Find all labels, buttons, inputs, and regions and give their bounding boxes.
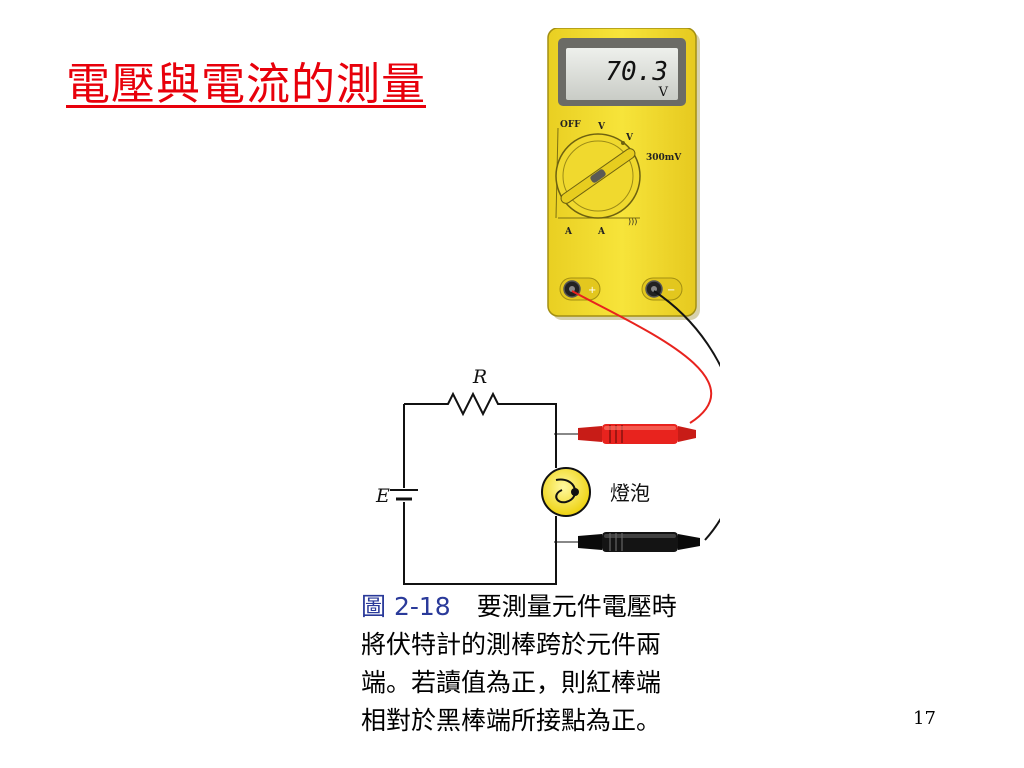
caption-line-4: 相對於黑棒端所接點為正。 — [361, 706, 662, 735]
caption-line-1: 要測量元件電壓時 — [476, 592, 677, 621]
circuit-wire — [403, 403, 557, 585]
display-screen — [566, 48, 678, 100]
dial-label-v-ac: V — [597, 122, 606, 132]
figure-number: 圖 2-18 — [361, 592, 451, 621]
display-reading: 70.3 — [605, 57, 668, 87]
jack-plus-sign: + — [588, 285, 596, 296]
multimeter: 70.3 V OFF V V 300mV ))) A A + — [547, 28, 700, 320]
caption-line-2: 將伏特計的測棒跨於元件兩 — [361, 630, 662, 659]
black-probe — [554, 532, 700, 552]
circuit-diagram — [390, 391, 558, 585]
figure-caption: 圖 2-18 要測量元件電壓時 將伏特計的測棒跨於元件兩 端。若讀值為正，則紅棒端… — [361, 588, 761, 740]
dial-label-a-left: A — [564, 227, 573, 237]
dial-pointer — [560, 148, 636, 204]
page-number: 17 — [913, 708, 936, 729]
light-bulb — [541, 467, 591, 517]
resistor-label: R — [472, 366, 487, 388]
dial-label-v-dc: V — [625, 133, 634, 143]
continuity-symbol: ))) — [628, 217, 637, 226]
resistor — [404, 391, 510, 417]
multimeter-circuit-figure: 70.3 V OFF V V 300mV ))) A A + — [340, 28, 720, 588]
dial-label-a-right: A — [597, 227, 606, 237]
dial-label-off: OFF — [560, 120, 581, 130]
figure-illustration: 70.3 V OFF V V 300mV ))) A A + — [375, 28, 720, 585]
bulb-label: 燈泡 — [610, 481, 650, 505]
slide-title: 電壓與電流的測量 — [66, 59, 426, 110]
display-unit: V — [658, 85, 669, 100]
black-probe-wire — [653, 290, 720, 541]
dial-label-300mv: 300mV — [646, 153, 682, 163]
red-probe-wire — [571, 290, 713, 424]
red-probe — [554, 424, 696, 444]
jack-minus-sign: − — [667, 285, 675, 296]
caption-line-3: 端。若讀值為正，則紅棒端 — [361, 668, 662, 697]
emf-label: E — [375, 485, 390, 507]
